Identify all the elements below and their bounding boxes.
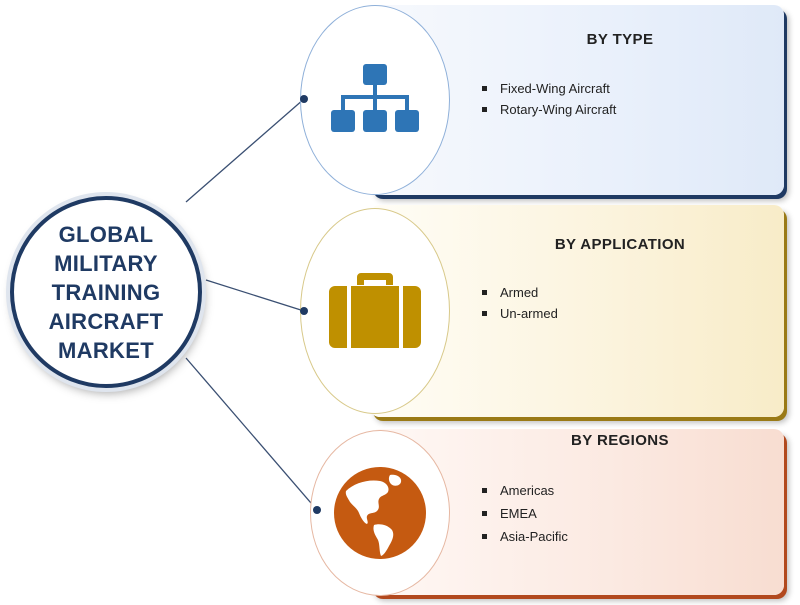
connector-dot-application xyxy=(300,307,308,315)
connector-dot-regions xyxy=(313,506,321,514)
connector-dot-type xyxy=(300,95,308,103)
segment-heading-regions: BY REGIONS xyxy=(571,432,669,449)
segment-icon-circle-type xyxy=(300,5,450,195)
list-item: Un-armed xyxy=(482,303,558,324)
segment-list-regions: Americas EMEA Asia-Pacific xyxy=(482,479,568,548)
briefcase-icon xyxy=(329,273,421,348)
segment-list-type: Fixed-Wing Aircraft Rotary-Wing Aircraft xyxy=(482,78,616,120)
globe-icon xyxy=(334,467,426,559)
list-item: EMEA xyxy=(482,502,568,525)
bullet-icon xyxy=(482,290,487,295)
bullet-icon xyxy=(482,511,487,516)
bullet-icon xyxy=(482,534,487,539)
segment-heading-type: BY TYPE xyxy=(586,31,654,48)
hub-title: GLOBAL MILITARY TRAINING AIRCRAFT MARKET xyxy=(48,221,164,363)
segment-icon-circle-application xyxy=(300,208,450,414)
connector-line-regions xyxy=(185,357,318,511)
bullet-icon xyxy=(482,488,487,493)
list-item: Fixed-Wing Aircraft xyxy=(482,78,616,99)
segment-heading-application: BY APPLICATION xyxy=(554,236,686,253)
list-item: Armed xyxy=(482,282,558,303)
market-hub-circle: GLOBAL MILITARY TRAINING AIRCRAFT MARKET xyxy=(10,196,202,388)
connector-line-application xyxy=(205,279,305,312)
list-item: Asia-Pacific xyxy=(482,525,568,548)
bullet-icon xyxy=(482,107,487,112)
list-item: Americas xyxy=(482,479,568,502)
bullet-icon xyxy=(482,311,487,316)
hierarchy-icon xyxy=(331,64,419,132)
segment-list-application: Armed Un-armed xyxy=(482,282,558,324)
list-item: Rotary-Wing Aircraft xyxy=(482,99,616,120)
bullet-icon xyxy=(482,86,487,91)
segment-icon-circle-regions xyxy=(310,430,450,596)
connector-line-type xyxy=(185,98,305,203)
